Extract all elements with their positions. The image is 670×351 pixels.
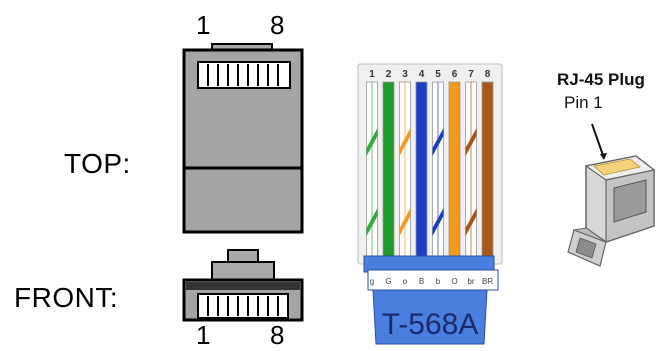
wire-stripe	[366, 208, 378, 236]
top-view-label: TOP:	[64, 148, 131, 179]
wire-color-code: BR	[482, 277, 493, 286]
top-pin-1-label: 1	[196, 10, 211, 40]
wire-color-code: O	[451, 277, 457, 286]
wire-color-code: g	[370, 277, 374, 286]
wire-stripe-line	[437, 82, 439, 260]
wire-stripe	[432, 128, 444, 156]
wire-body	[382, 81, 395, 261]
wire-pin-number: 1	[369, 69, 375, 80]
color-code-strip	[367, 269, 499, 291]
wire-pin-number: 7	[468, 69, 474, 80]
wire-stripe-line	[371, 82, 373, 260]
wire-6	[448, 81, 461, 261]
wire-color-code: br	[467, 277, 474, 286]
wire-stripe	[465, 208, 477, 236]
wire-pin-number: 8	[485, 69, 491, 80]
wire-color-code: b	[436, 277, 441, 286]
wire-stripe-line	[404, 82, 406, 260]
wire-stripe	[399, 128, 411, 156]
wire-stripe	[399, 208, 411, 236]
rj45-plug-title: RJ-45 Plug	[557, 70, 645, 89]
wire-5	[432, 81, 444, 261]
wiring-standard-label: T-568A	[382, 308, 479, 341]
top-view-connector	[182, 43, 304, 234]
top-pin-8-label: 8	[270, 10, 285, 40]
arrow-head	[600, 153, 607, 160]
wire-pin-number: 5	[435, 69, 441, 80]
wire-stripe	[366, 128, 378, 156]
wire-4	[415, 81, 428, 261]
front-pin-8-label: 8	[270, 320, 285, 350]
wire-stripe	[465, 128, 477, 156]
wire-stripe	[432, 208, 444, 236]
wire-body	[415, 81, 428, 261]
wire-body	[481, 81, 494, 261]
wire-stripe-line	[470, 82, 472, 260]
wire-pin-number: 2	[386, 69, 392, 80]
front-pin-1-label: 1	[196, 320, 211, 350]
wire-color-code: o	[403, 277, 408, 286]
front-view-connector	[182, 249, 304, 322]
wire-body	[448, 81, 461, 261]
rj45-pin1-label: Pin 1	[564, 93, 603, 112]
wire-color-code: B	[419, 277, 424, 286]
wire-7	[465, 81, 477, 261]
wire-8	[481, 81, 494, 261]
connector-housing	[357, 63, 503, 265]
wire-pin-number: 6	[452, 69, 458, 80]
wire-pin-number: 3	[402, 69, 408, 80]
wire-3	[399, 81, 411, 261]
front-view-label: FRONT:	[14, 282, 119, 313]
wire-color-code: G	[385, 277, 391, 286]
pin1-pointer-arrow	[591, 123, 605, 159]
rj45-plug-illustration	[567, 123, 656, 267]
wire-1	[366, 81, 378, 261]
wire-2	[382, 81, 395, 261]
wire-pin-number: 4	[419, 69, 425, 80]
